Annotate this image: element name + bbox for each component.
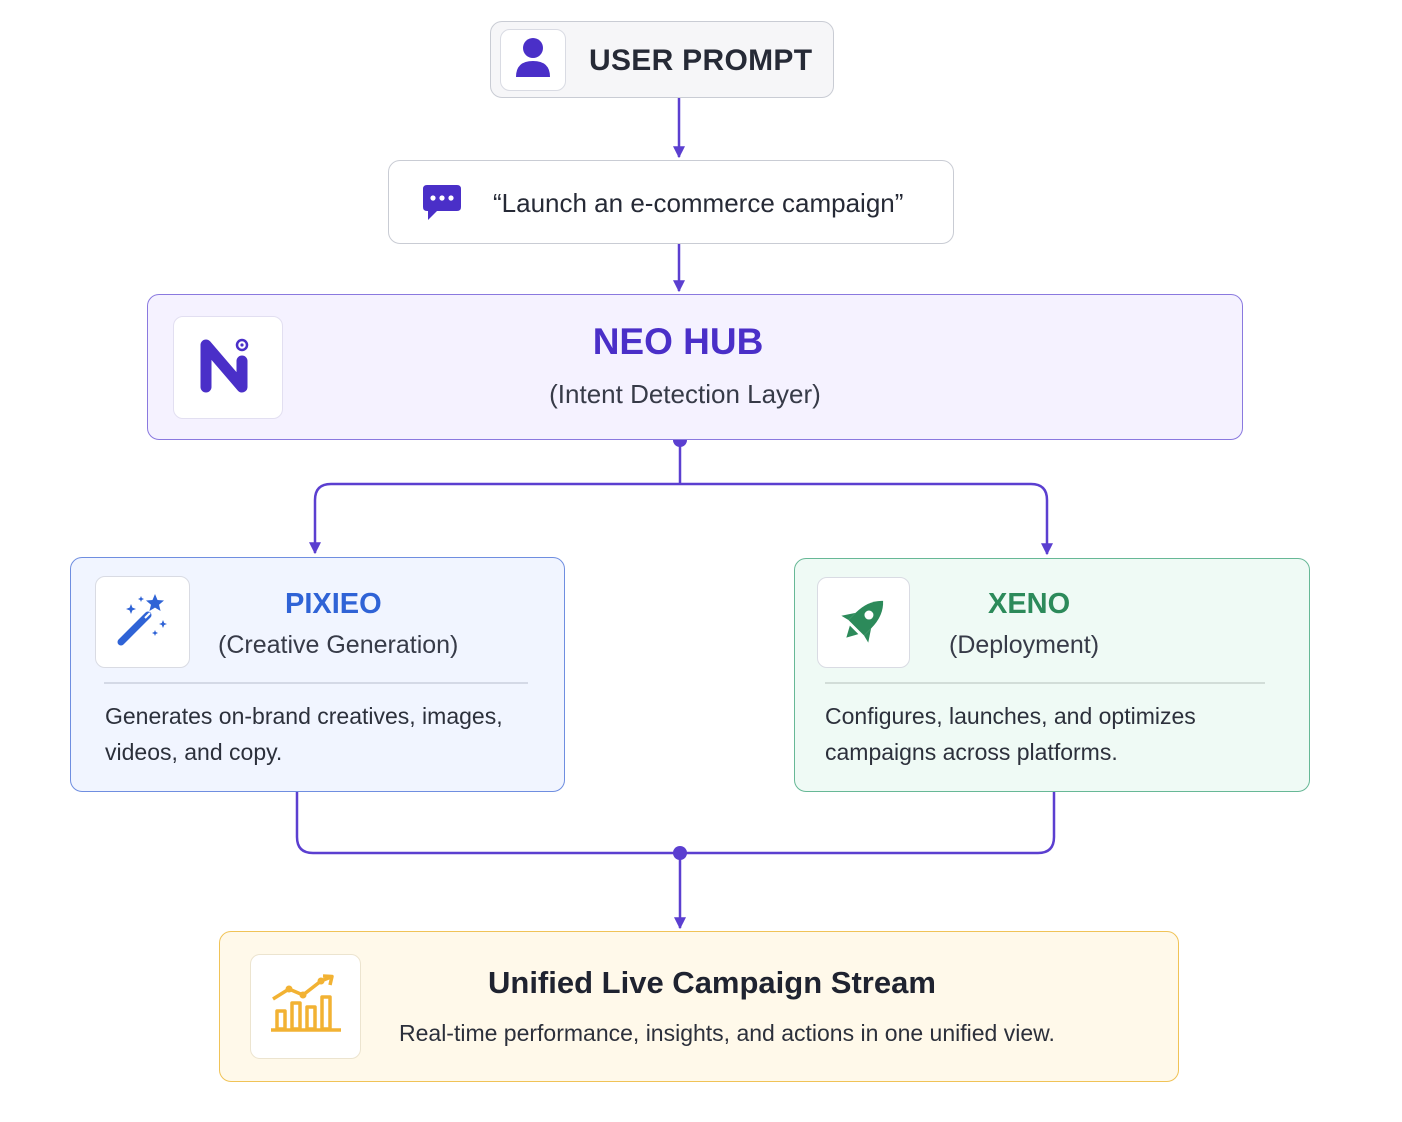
user-icon-tile [500,29,566,91]
connector-pixieo-to-merge [295,792,680,855]
rocket-icon [835,591,893,654]
user-prompt-node: USER PROMPT [490,21,834,98]
growth-chart-icon [269,973,343,1040]
pixieo-divider [104,682,528,684]
xeno-divider [825,682,1265,684]
connector-neo-to-pixieo [309,482,680,555]
connector-neo-to-xeno [680,482,1053,556]
xeno-subtitle: (Deployment) [949,631,1100,659]
unified-stream-description: Real-time performance, insights, and act… [399,1020,1055,1046]
user-icon [514,37,552,84]
prompt-quote-text: “Launch an e-commerce campaign” [493,187,904,218]
neo-hub-title: NEO HUB [592,321,764,362]
xeno-node: XENO (Deployment) Configures, launches, … [794,558,1310,792]
xeno-icon-tile [817,577,910,668]
magic-wand-icon [115,592,171,653]
unified-stream-node: Unified Live Campaign Stream Real-time p… [219,931,1179,1082]
xeno-title: XENO [988,588,1071,620]
pixieo-title: PIXIEO [285,588,382,620]
pixieo-subtitle: (Creative Generation) [218,631,459,659]
pixieo-node: PIXIEO (Creative Generation) Generates o… [70,557,565,792]
neo-hub-node: NEO HUB (Intent Detection Layer) [147,294,1243,440]
prompt-quote-node: “Launch an e-commerce campaign” [388,160,954,244]
user-prompt-title: USER PROMPT [589,43,813,77]
pixieo-description: Generates on-brand creatives, images, vi… [105,703,503,765]
unified-stream-title: Unified Live Campaign Stream [488,965,936,1000]
junction-dot-merge [673,846,687,860]
stream-icon-tile [250,954,361,1059]
neo-logo-icon [198,335,258,400]
chat-bubble-icon [421,183,463,228]
connector-xeno-to-merge [680,792,1056,855]
pixieo-icon-tile [95,576,190,668]
xeno-description: Configures, launches, and optimizes camp… [825,703,1196,765]
neo-hub-subtitle: (Intent Detection Layer) [549,379,821,409]
neo-logo-tile [173,316,283,419]
